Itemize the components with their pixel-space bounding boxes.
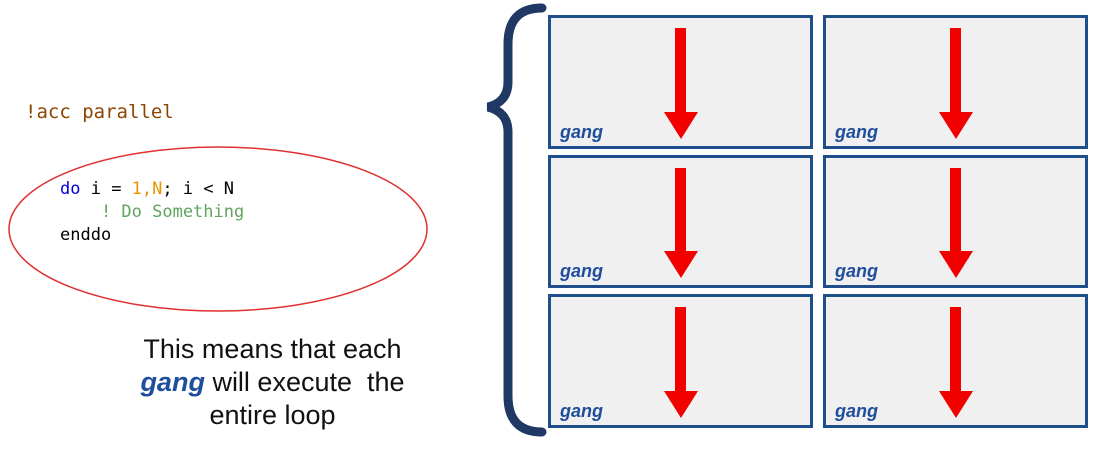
- gang-label: gang: [835, 401, 878, 421]
- caption-line2-rest: will execute the: [204, 367, 405, 397]
- gang-cell: gang: [823, 15, 1088, 149]
- arrow-head: [663, 111, 698, 139]
- acc-directive: !acc parallel: [25, 101, 174, 123]
- arrow-shaft: [950, 167, 961, 252]
- arrow-head: [938, 251, 973, 279]
- gang-label: gang: [560, 261, 603, 282]
- code-loop-middle: i =: [80, 179, 132, 199]
- code-enddo: enddo: [60, 225, 112, 245]
- loop-code-block: do i = 1,N; i < N ! Do Something enddo: [60, 178, 244, 247]
- gang-cell: gang: [823, 294, 1088, 428]
- down-arrow-icon: [663, 307, 698, 418]
- gang-grid: gang gang gang gang: [548, 15, 1088, 428]
- arrow-head: [663, 391, 698, 418]
- code-comment: ! Do Something: [60, 202, 245, 222]
- caption-line1: This means that each: [143, 334, 402, 364]
- arrow-head: [938, 111, 973, 139]
- gang-cell: gang: [823, 154, 1088, 289]
- caption-line3: entire loop: [209, 400, 336, 430]
- code-line-do: do i = 1,N; i < N: [60, 178, 244, 201]
- down-arrow-icon: [663, 167, 698, 279]
- gang-cell: gang: [548, 154, 813, 289]
- code-loop-rest: ; i < N: [162, 179, 235, 199]
- gang-label: gang: [835, 261, 878, 282]
- gang-cell: gang: [548, 15, 813, 149]
- gang-cell: gang: [548, 294, 813, 428]
- red-ellipse: [8, 146, 428, 312]
- down-arrow-icon: [938, 28, 973, 139]
- code-loop-bounds: 1,N: [131, 179, 163, 199]
- gang-label: gang: [560, 121, 603, 142]
- arrow-shaft: [950, 28, 961, 112]
- gang-label: gang: [835, 121, 878, 142]
- down-arrow-icon: [938, 167, 973, 279]
- arrow-shaft: [675, 167, 686, 252]
- curly-brace: [486, 3, 547, 437]
- down-arrow-icon: [938, 307, 973, 418]
- code-keyword-do: do: [60, 179, 81, 199]
- arrow-head: [938, 391, 973, 418]
- down-arrow-icon: [663, 28, 698, 139]
- arrow-shaft: [950, 307, 961, 391]
- arrow-head: [663, 251, 698, 279]
- arrow-shaft: [675, 307, 686, 391]
- gang-label: gang: [560, 401, 603, 421]
- arrow-shaft: [675, 28, 686, 112]
- caption-gang-word: gang: [140, 367, 205, 397]
